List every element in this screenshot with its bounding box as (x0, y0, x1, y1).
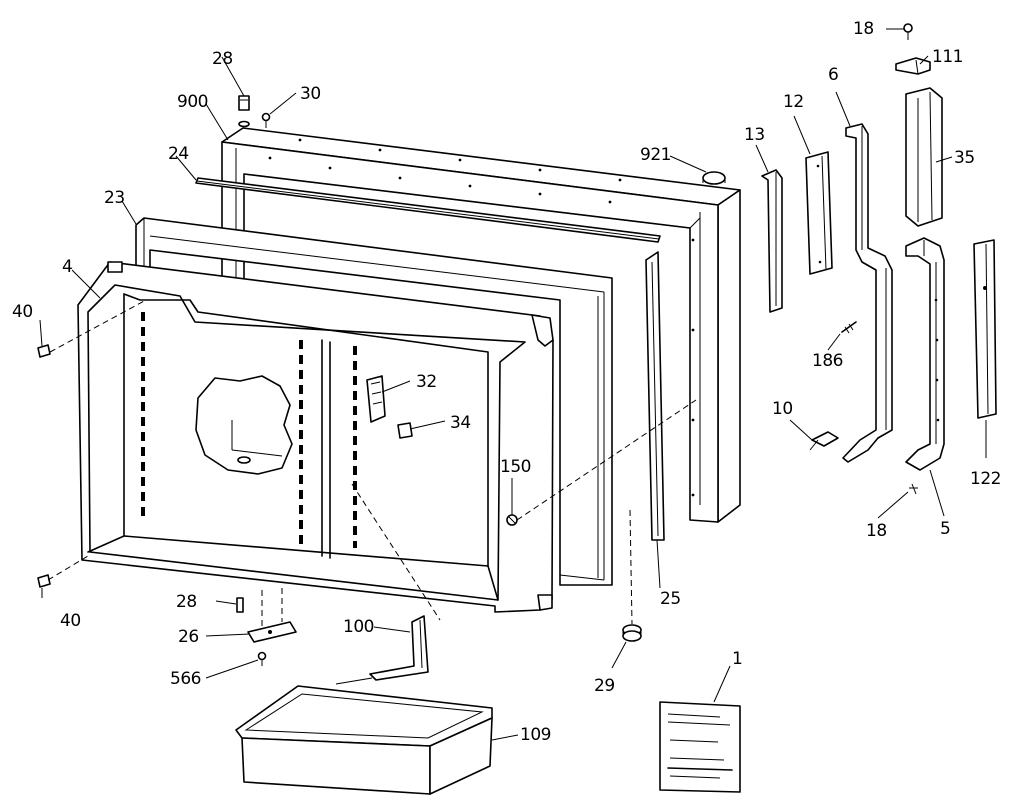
part-100-crisper-rail (369, 615, 429, 681)
label-25: 25 (660, 589, 681, 609)
label-40-top: 40 (12, 302, 33, 322)
label-34: 34 (450, 413, 471, 433)
label-18-top: 18 (853, 19, 874, 39)
label-4: 4 (62, 257, 72, 277)
part-186-screw (841, 321, 857, 334)
part-109-pan (235, 685, 493, 795)
part-1-instruction-sheet (659, 701, 741, 793)
part-40-bumper-top (37, 344, 51, 358)
label-26: 26 (178, 627, 199, 647)
part-122-rail (973, 239, 997, 419)
part-5-hinge-rail (905, 237, 945, 471)
part-18-screw-bottom (909, 483, 918, 495)
part-12-rail (805, 151, 833, 275)
label-5: 5 (940, 519, 950, 539)
part-30-screw (261, 112, 271, 128)
label-10: 10 (772, 399, 793, 419)
label-921: 921 (640, 145, 671, 165)
part-24-gasket-strip (195, 177, 661, 243)
part-13-rail (761, 169, 783, 313)
label-29: 29 (594, 676, 615, 696)
label-35: 35 (954, 148, 975, 168)
label-150: 150 (500, 457, 531, 477)
part-111-cap (895, 57, 931, 75)
label-32: 32 (416, 372, 437, 392)
part-26-bracket (247, 621, 297, 643)
label-23: 23 (104, 188, 125, 208)
label-28-top: 28 (212, 49, 233, 69)
label-18-bottom: 18 (866, 521, 887, 541)
part-40-bumper-bottom (37, 574, 51, 588)
label-566: 566 (170, 669, 201, 689)
label-109: 109 (520, 725, 551, 745)
label-12: 12 (783, 92, 804, 112)
part-28-screw-bottom (236, 597, 244, 613)
label-186: 186 (812, 351, 843, 371)
part-10-hinge-bracket (809, 431, 839, 451)
part-18-screw-top (903, 23, 913, 40)
label-24: 24 (168, 144, 189, 164)
part-labels: 28 30 900 24 23 4 40 40 921 32 34 150 25… (12, 19, 1001, 745)
part-29-leveler (622, 624, 642, 642)
part-35-channel (905, 87, 943, 227)
part-566-screw (257, 651, 267, 666)
label-900: 900 (177, 92, 208, 112)
part-4-liner (77, 261, 554, 613)
label-6: 6 (828, 65, 838, 85)
label-100: 100 (343, 617, 374, 637)
label-122: 122 (970, 469, 1001, 489)
leader-lines (39, 28, 987, 741)
part-25-vertical-strip (645, 251, 665, 541)
part-6-hinge-rail (842, 123, 893, 463)
label-111: 111 (932, 47, 963, 67)
label-13: 13 (744, 125, 765, 145)
label-28-bottom: 28 (176, 592, 197, 612)
label-1: 1 (732, 649, 742, 669)
label-30: 30 (300, 84, 321, 104)
part-28-screw-top (238, 95, 250, 128)
label-40-bottom: 40 (60, 611, 81, 631)
